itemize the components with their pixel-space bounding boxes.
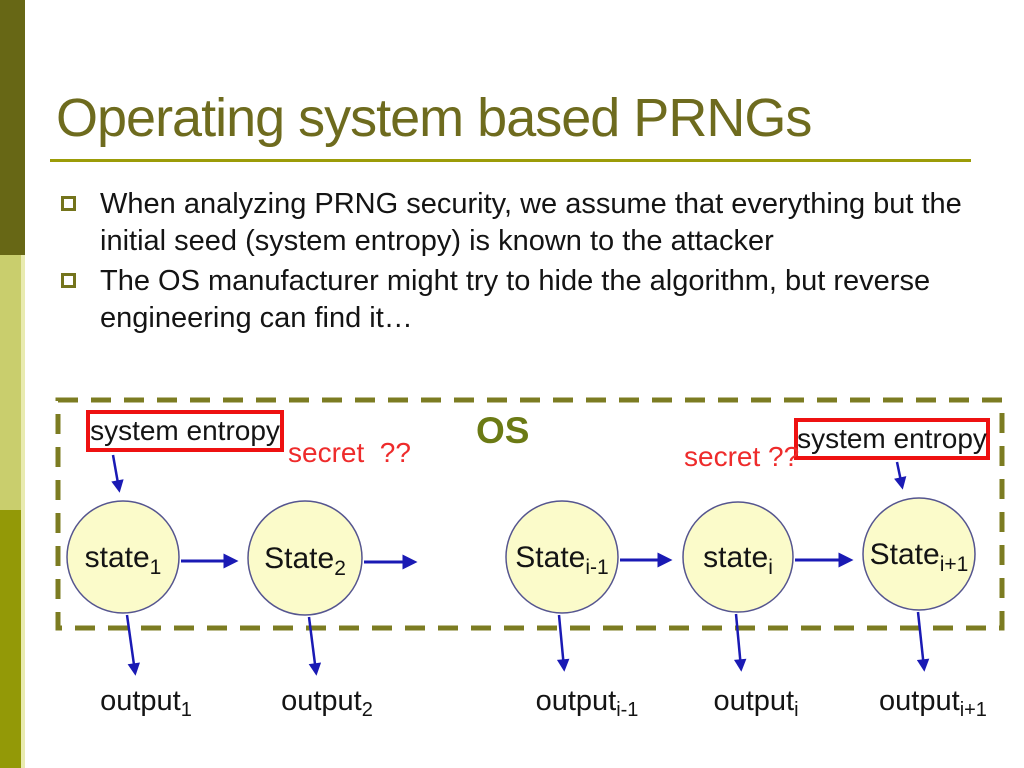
secret-annotation-right: secret ?? — [684, 441, 800, 472]
system-entropy-box-left: system entropy — [86, 410, 284, 452]
output-label-2: output2 — [281, 685, 373, 721]
arrow-state1-to-output1 — [125, 614, 140, 676]
bullet-1-line-1: When analyzing PRNG security, we assume … — [100, 188, 962, 220]
arrow-statei-to-outputi — [733, 613, 747, 672]
state-label-2: State2 — [264, 542, 346, 580]
bullet-square-icon — [61, 196, 76, 211]
bullet-1-line-2: initial seed (system entropy) is known t… — [100, 225, 774, 257]
state-circle-i — [682, 501, 794, 613]
sidebar-segment-light — [0, 255, 25, 510]
secret-annotation-left: secret ?? — [288, 437, 411, 468]
os-boundary-dashed-box — [55, 397, 1005, 631]
state-circle-i+1 — [862, 497, 976, 611]
title-underline — [50, 159, 971, 162]
state-label-1: state1 — [85, 541, 162, 579]
os-label: OS — [476, 410, 530, 451]
state-circle-i-1 — [505, 500, 619, 614]
slide-title: Operating system based PRNGs — [56, 88, 812, 148]
sidebar-segment-dark — [0, 0, 25, 255]
output-label-1: output1 — [100, 685, 192, 721]
sidebar-segment-mid — [0, 510, 25, 768]
output-label-i-1: outputi-1 — [536, 685, 639, 721]
state-circle-2 — [247, 500, 363, 616]
output-label-i+1: outputi+1 — [879, 685, 987, 721]
arrow-entropy-to-state1 — [111, 454, 124, 493]
bullet-square-icon — [61, 273, 76, 288]
arrow-entropy-to-statei+1 — [894, 461, 907, 490]
arrow-state2-to-output2 — [307, 616, 322, 676]
bullet-2-line-2: engineering can find it… — [100, 302, 413, 334]
state-label-i: statei — [703, 541, 773, 579]
arrow-statei-1-to-outputi-1 — [556, 614, 570, 672]
state-label-i+1: Statei+1 — [870, 538, 969, 576]
bullet-2-line-1: The OS manufacturer might try to hide th… — [100, 265, 931, 297]
system-entropy-box-right: system entropy — [794, 418, 990, 460]
state-label-i-1: Statei-1 — [515, 541, 608, 579]
state-circle-1 — [66, 500, 180, 614]
output-label-i: outputi — [713, 685, 798, 721]
arrow-statei+1-to-outputi+1 — [916, 611, 930, 672]
